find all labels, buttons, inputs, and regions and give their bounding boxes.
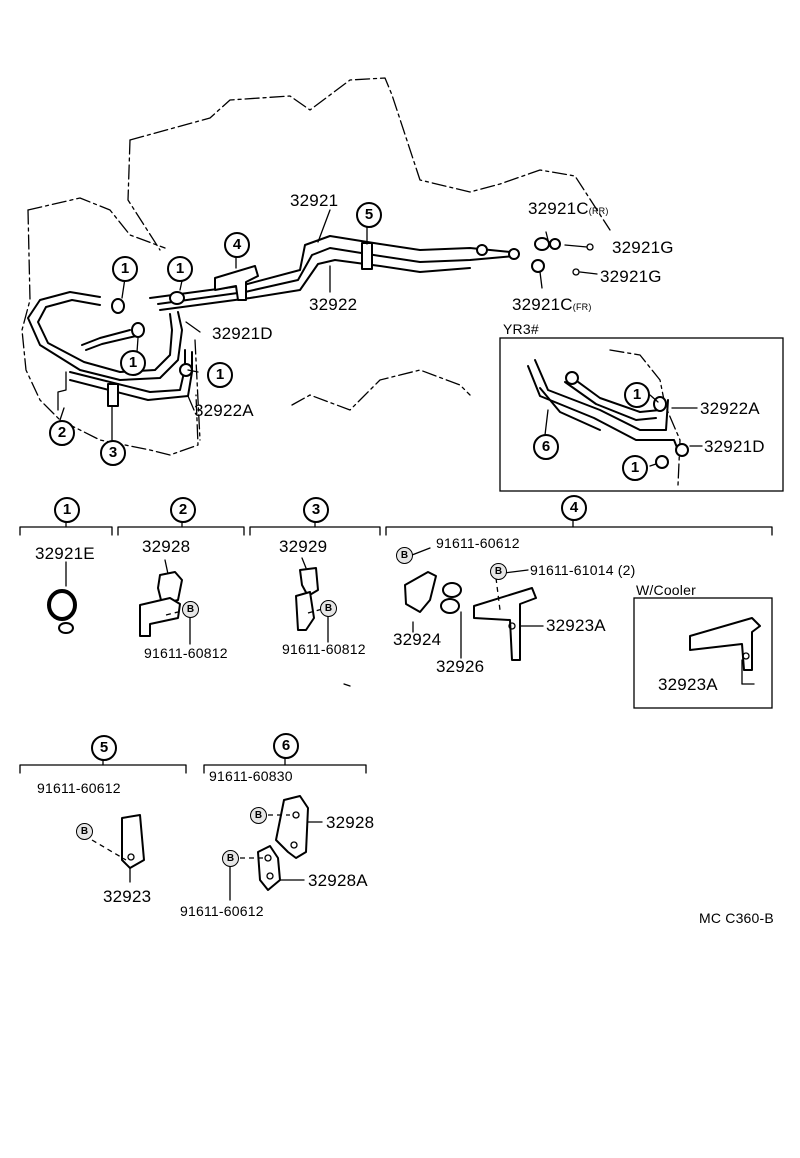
bolt-marker-g6-b: B [222,850,239,867]
bolt-label-g5: 91611-60612 [37,780,121,796]
variant-label-32923A: 32923A [658,675,718,694]
bolt-marker-g5: B [76,823,93,840]
bolt-label-91611-60612-g6: 91611-60612 [180,903,264,919]
bracket-set-6 [229,795,323,901]
part-label-32921C-fr: 32921C(FR) [512,296,592,313]
part-label-32921G-upper: 32921G [612,238,674,257]
fuel-tube-set [149,235,520,311]
inset-yr3 [499,337,784,492]
bolt-marker-g2: B [182,601,199,618]
rr-suffix: (RR) [588,206,609,216]
group-2-number: 2 [170,497,196,523]
callout-1-d: 1 [207,362,233,388]
part-label-32928-g6: 32928 [326,813,375,832]
inset-callout-1-a: 1 [624,382,650,408]
group-1-number: 1 [54,497,80,523]
inset-label-32921D: 32921D [704,437,765,456]
rear-front-fittings [531,231,594,289]
inset-callout-6: 6 [533,434,559,460]
callout-4: 4 [224,232,250,258]
inset-callout-1-b: 1 [622,455,648,481]
part-label-32921E: 32921E [35,544,95,563]
bolt-marker-g3: B [320,600,337,617]
fr-suffix: (FR) [572,302,592,312]
callout-5: 5 [356,202,382,228]
clamp-32921E [47,561,77,634]
callout-1-a: 1 [112,256,138,282]
bolt-label-g3: 91611-60812 [282,641,366,657]
bolt-label-91611-61014: 91611-61014 (2) [530,562,636,578]
bolt-marker-g6-a: B [250,807,267,824]
callout-2: 2 [49,420,75,446]
variant-title-w-cooler: W/Cooler [636,582,696,598]
inset-title: YR3# [503,321,539,337]
engine-outline [21,77,611,456]
callout-3: 3 [100,440,126,466]
bracket-32928 [139,559,191,645]
stray-mark [343,683,351,687]
part-label-32926: 32926 [436,657,485,676]
cooler-variant-box [633,597,773,709]
group-3-number: 3 [303,497,329,523]
part-label-32921C-rr: 32921C(RR) [528,200,609,217]
group-6-number: 6 [273,733,299,759]
part-number-32921C: 32921C [528,199,589,218]
callout-1-b: 1 [167,256,193,282]
part-label-32921: 32921 [290,191,339,210]
bracket-32929 [295,557,329,643]
part-label-32922A: 32922A [194,401,254,420]
bolt-label-91611-60830: 91611-60830 [209,768,293,784]
group-rules [19,517,773,774]
part-label-32928: 32928 [142,537,191,556]
leader-lines [59,209,598,441]
part-label-32923: 32923 [103,887,152,906]
part-label-32921G-lower: 32921G [600,267,662,286]
diagram-code: MC C360-B [699,910,774,926]
group-4-number: 4 [561,495,587,521]
bolt-label-g2: 91611-60812 [144,645,228,661]
part-label-32928A: 32928A [308,871,368,890]
part-number-32921C: 32921C [512,295,573,314]
group-5-number: 5 [91,735,117,761]
part-label-32922: 32922 [309,295,358,314]
part-label-32924: 32924 [393,630,442,649]
bolt-label-91611-60612: 91611-60612 [436,535,520,551]
bracket-set-4 [404,547,544,661]
part-label-32929: 32929 [279,537,328,556]
clamp-32923 [91,814,145,883]
part-label-32921D: 32921D [212,324,273,343]
callout-1-c: 1 [120,350,146,376]
part-label-32923A: 32923A [546,616,606,635]
bolt-marker-g4-a: B [396,547,413,564]
inset-label-32922A: 32922A [700,399,760,418]
bolt-marker-g4-b: B [490,563,507,580]
